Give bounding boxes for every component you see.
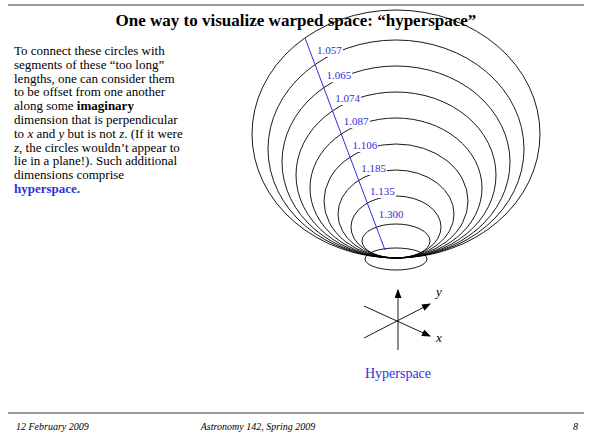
axis-variable: y: [58, 126, 64, 141]
radial-segment: [305, 38, 385, 250]
throat-ring: [365, 248, 427, 270]
axis-y: [364, 304, 430, 338]
slide-title: One way to visualize warped space: “hype…: [116, 11, 477, 31]
body-text: . (If it were: [124, 126, 182, 141]
key-term: hyperspace.: [14, 181, 80, 196]
axis-variable: z: [14, 140, 19, 155]
emphasis-term: imaginary: [77, 98, 134, 113]
length-ratio: 1.185: [360, 162, 387, 175]
body-paragraph: To connect these circles with segments o…: [14, 44, 186, 196]
figure-label: Hyperspace: [365, 366, 431, 383]
circle-ring: [351, 196, 441, 258]
length-ratio: 1.074: [334, 92, 361, 105]
footer-course: Astronomy 142, Spring 2009: [201, 421, 316, 433]
length-ratio: 1.057: [316, 44, 343, 57]
length-ratio: 1.065: [325, 69, 352, 82]
circle-ring: [252, 10, 540, 258]
circle-ring: [282, 66, 510, 258]
body-text: , the circles wouldn’t appear to lie in …: [14, 140, 180, 183]
top-rule: [8, 5, 584, 6]
length-ratio: 1.300: [378, 208, 405, 221]
length-ratio: 1.087: [343, 115, 370, 128]
circle-ring: [362, 224, 430, 258]
circle-ring: [310, 118, 482, 258]
length-ratio: 1.106: [352, 139, 379, 152]
axis-label: x: [436, 330, 442, 346]
circle-ring: [296, 92, 496, 258]
circle-ring: [268, 40, 524, 258]
footer-rule: [8, 413, 584, 414]
circle-ring: [338, 170, 454, 258]
body-text: and: [36, 126, 55, 141]
axis-x: [364, 306, 430, 336]
footer-date: 12 February 2009: [16, 421, 89, 433]
length-ratio: 1.135: [369, 185, 396, 198]
page-number: 8: [573, 421, 578, 433]
circle-ring: [324, 144, 468, 258]
axis-label: y: [436, 284, 442, 300]
axis-variable: z: [119, 126, 124, 141]
body-text: but is not: [67, 126, 115, 141]
axis-variable: x: [27, 126, 33, 141]
